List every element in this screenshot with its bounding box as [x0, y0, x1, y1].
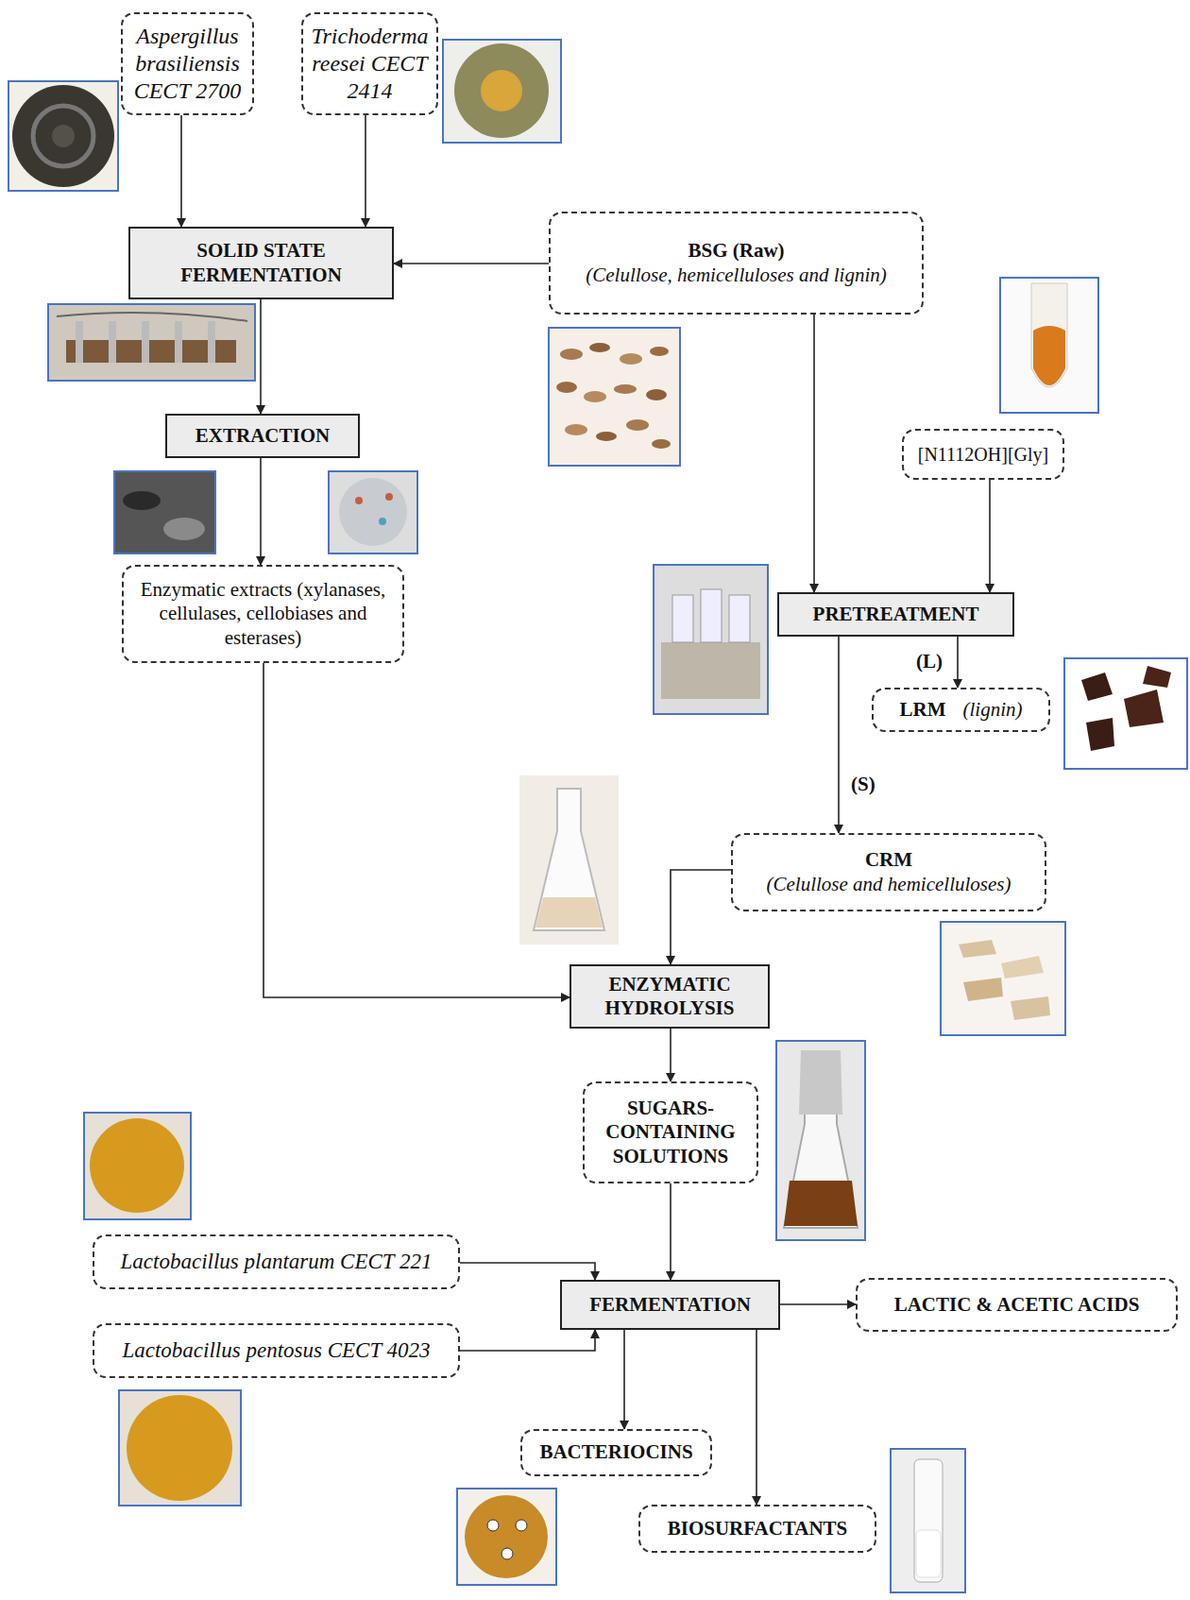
product-box: Enzymatic extracts (xylanases, cellulase… — [121, 564, 405, 663]
strain-box: Aspergillus brasiliensis CECT 2700 — [120, 12, 255, 116]
node-text: LRM — [900, 697, 947, 722]
node-text: ENZYMATIC HYDROLYSIS — [580, 972, 759, 1020]
node-text: PRETREATMENT — [813, 602, 980, 627]
process-box: EXTRACTION — [165, 413, 360, 459]
process-box: ENZYMATIC HYDROLYSIS — [569, 964, 770, 1029]
flow-arrow — [837, 636, 840, 833]
extract-photo — [114, 471, 216, 554]
lactobacillus-plate — [119, 1390, 241, 1506]
product-box: LACTIC & ACETIC ACIDS — [855, 1277, 1178, 1332]
flow-arrow — [780, 1303, 856, 1306]
node-text: LACTIC & ACETIC ACIDS — [894, 1292, 1140, 1317]
bacteriocin-plate — [457, 1488, 557, 1585]
flow-arrow — [180, 115, 183, 227]
extract-photo — [328, 471, 418, 554]
flow-arrow — [813, 314, 816, 593]
node-text: (lignin) — [963, 697, 1023, 722]
aspergillus-plate — [8, 81, 119, 191]
flow-arrow — [670, 869, 731, 965]
node-text: Enzymatic extracts (xylanases, cellulase… — [133, 578, 393, 650]
strain-box: Trichoderma reesei CECT 2414 — [301, 12, 439, 116]
flow-arrow — [263, 663, 570, 998]
product-box: BIOSURFACTANTS — [638, 1504, 877, 1553]
ionic-liquid-vial — [1000, 277, 1099, 413]
trichoderma-plate — [442, 39, 561, 143]
node-text: FERMENTATION — [589, 1292, 751, 1317]
node-text: (Celullose and hemicelluloses) — [766, 872, 1012, 897]
process-box: PRETREATMENT — [777, 592, 1015, 637]
product-box: LRM (lignin) — [871, 687, 1051, 732]
shaker-photo — [653, 564, 768, 714]
node-text: Trichoderma reesei CECT 2414 — [311, 22, 429, 104]
node-text: SOLID STATE FERMENTATION — [139, 238, 383, 287]
flow-arrow — [988, 479, 991, 593]
node-text: (Celullose, hemicelluloses and lignin) — [585, 263, 886, 288]
node-text: [N1112OH][Gly] — [918, 442, 1050, 466]
flask-photo — [519, 775, 619, 945]
strain-box: Lactobacillus plantarum CECT 221 — [92, 1234, 460, 1290]
product-box: BACTERIOCINS — [520, 1428, 713, 1477]
flow-arrow — [623, 1329, 626, 1429]
flow-arrow — [259, 458, 262, 565]
ssf-apparatus — [48, 304, 255, 381]
edge-label: (L) — [914, 649, 945, 674]
node-text: SUGARS-CONTAINING SOLUTIONS — [594, 1096, 748, 1169]
flow-arrow — [755, 1329, 758, 1505]
node-text: EXTRACTION — [195, 424, 330, 448]
strain-box: Lactobacillus pentosus CECT 4023 — [92, 1323, 460, 1378]
material-box: BSG (Raw)(Celullose, hemicelluloses and … — [548, 211, 924, 315]
node-text: BIOSURFACTANTS — [667, 1516, 849, 1541]
node-text: Aspergillus brasiliensis CECT 2700 — [132, 22, 243, 104]
crm-photo — [940, 921, 1066, 1036]
node-text: BSG (Raw) — [687, 238, 784, 263]
flow-arrow — [669, 1183, 672, 1280]
node-text: CRM — [865, 848, 913, 872]
flow-arrow — [459, 1262, 595, 1280]
process-box: SOLID STATE FERMENTATION — [128, 226, 394, 300]
lignin-photo — [1064, 658, 1188, 769]
biosurfactant-tube — [890, 1448, 966, 1593]
bsg-photo — [548, 327, 680, 466]
node-text: Lactobacillus plantarum CECT 221 — [120, 1248, 433, 1275]
edge-label: (S) — [849, 772, 878, 797]
flow-arrow — [669, 1028, 672, 1082]
node-text: Lactobacillus pentosus CECT 4023 — [121, 1337, 430, 1364]
solvent-box: [N1112OH][Gly] — [901, 428, 1065, 480]
flow-arrow — [393, 262, 549, 265]
node-text: BACTERIOCINS — [539, 1440, 693, 1464]
flow-arrow — [259, 299, 262, 414]
material-box: CRM(Celullose and hemicelluloses) — [731, 833, 1047, 912]
process-box: FERMENTATION — [560, 1279, 781, 1330]
product-box: SUGARS-CONTAINING SOLUTIONS — [582, 1081, 759, 1184]
flow-arrow — [956, 636, 959, 688]
hydrolysate-flask — [776, 1040, 866, 1241]
lactobacillus-plate — [84, 1112, 191, 1220]
flow-arrow — [364, 115, 367, 227]
flow-arrow — [459, 1329, 595, 1351]
